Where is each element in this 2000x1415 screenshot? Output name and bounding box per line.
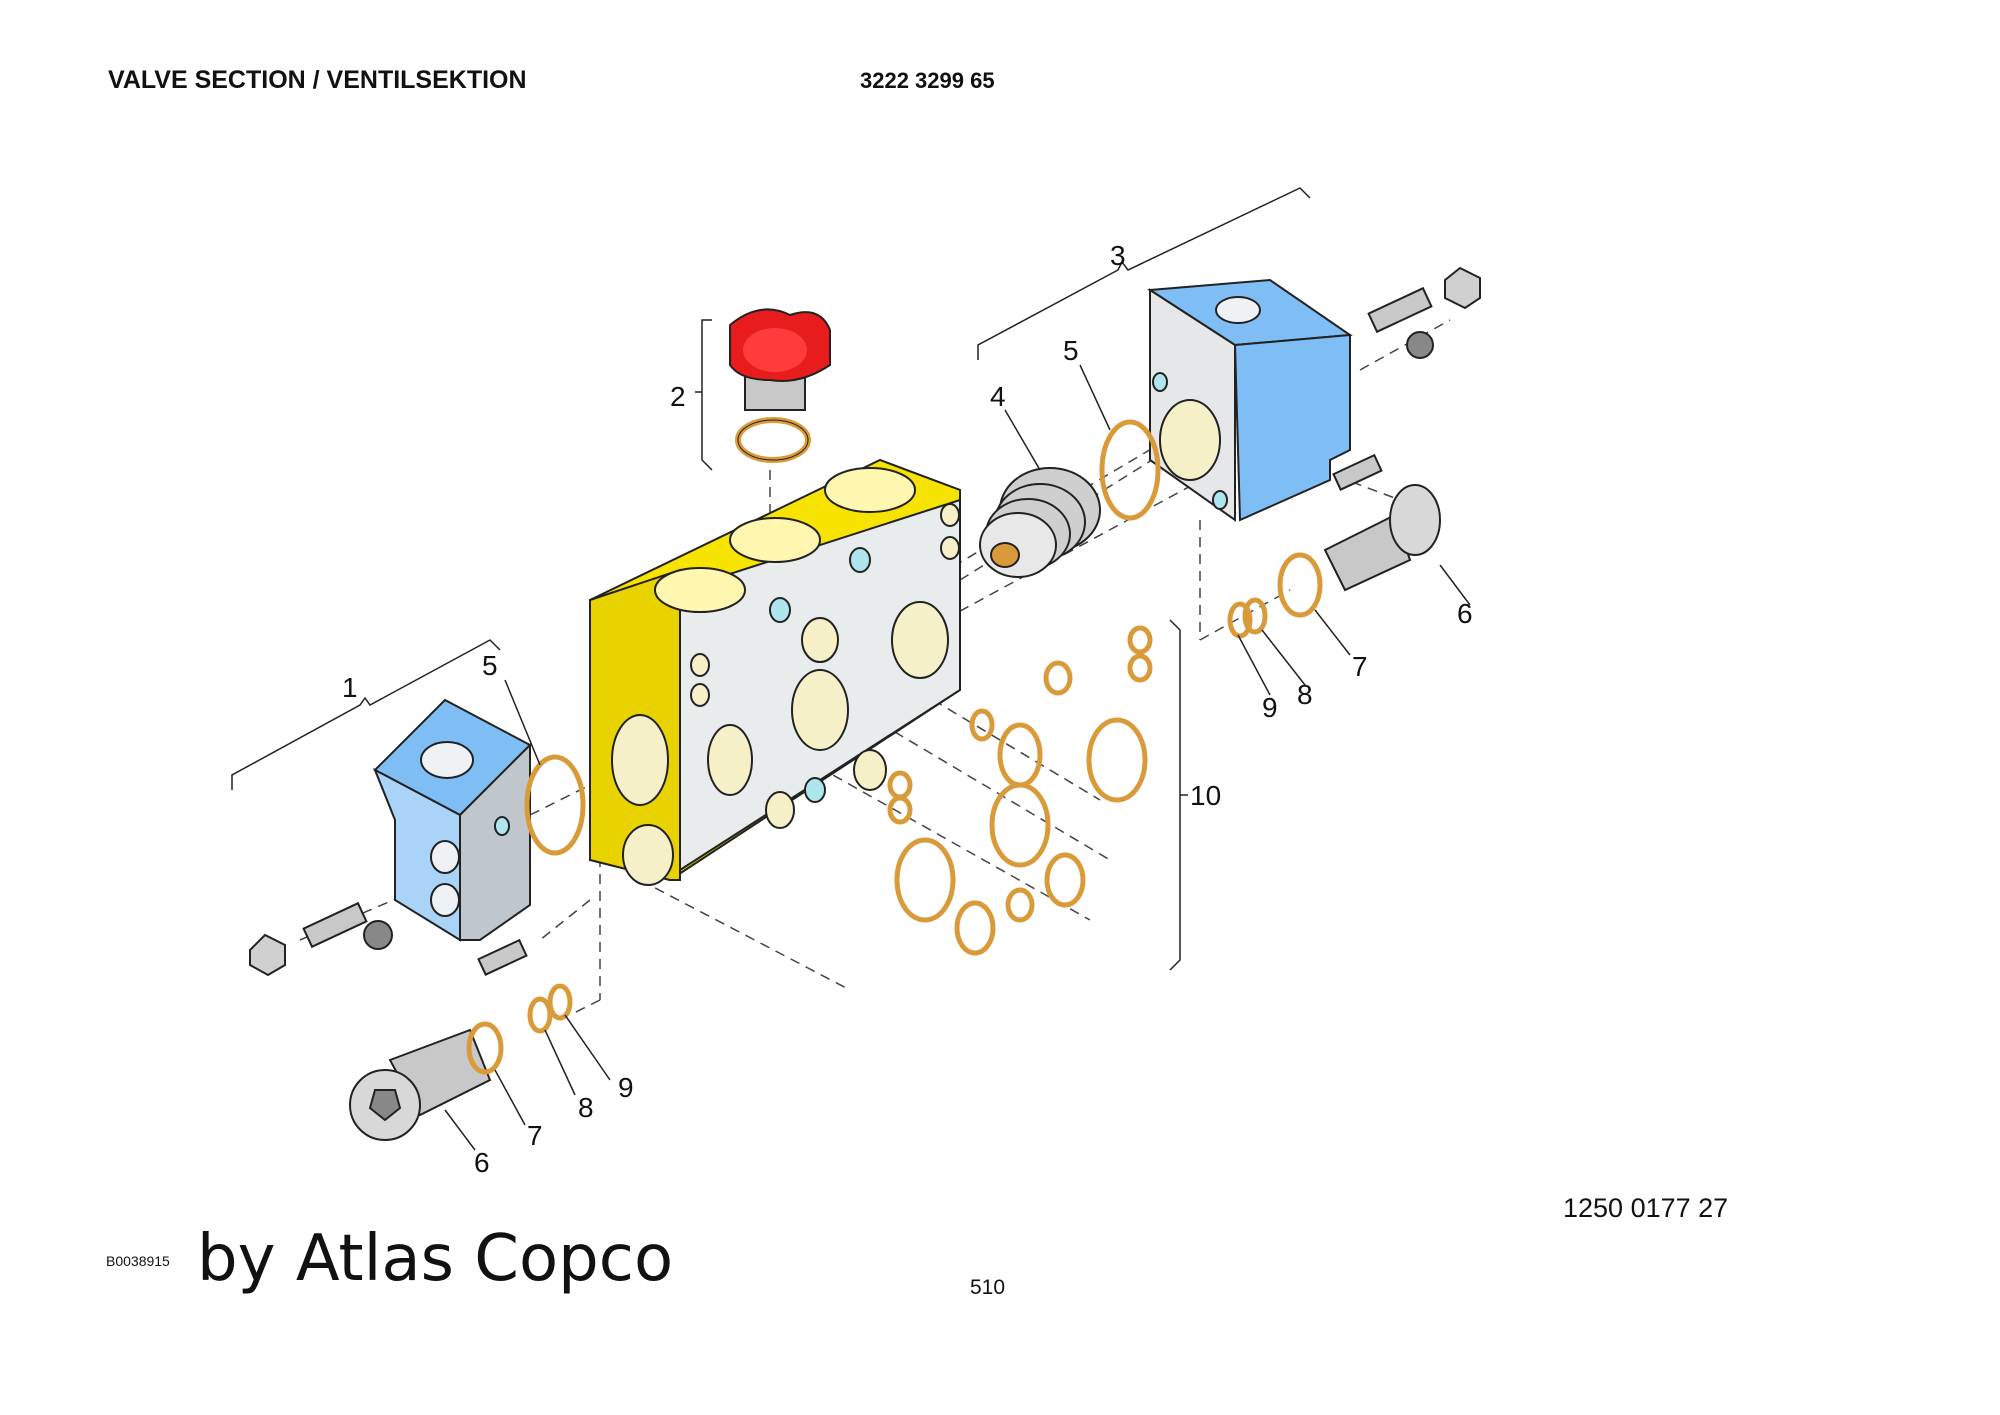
callout-2: 2 bbox=[670, 381, 686, 412]
o-rings bbox=[466, 419, 1323, 1075]
callout-6-left: 6 bbox=[474, 1147, 490, 1178]
callout-7-right: 7 bbox=[1352, 651, 1368, 682]
leader-lines bbox=[444, 364, 1471, 1151]
callout-9-right: 9 bbox=[1262, 692, 1278, 723]
part-number: 3222 3299 65 bbox=[860, 68, 995, 93]
callout-10: 10 bbox=[1190, 780, 1221, 811]
plug-screw-left bbox=[349, 1028, 492, 1141]
callout-5-left: 5 bbox=[482, 650, 498, 681]
screws-and-nuts bbox=[249, 266, 1481, 977]
right-end-section bbox=[1146, 278, 1353, 522]
document-title: VALVE SECTION / VENTILSEKTION bbox=[108, 66, 527, 94]
callout-8-right: 8 bbox=[1297, 679, 1313, 710]
watermark-text: by Atlas Copco bbox=[197, 1222, 674, 1296]
spring bbox=[979, 467, 1101, 578]
red-cap bbox=[729, 308, 831, 463]
valve-body bbox=[589, 458, 961, 886]
page-number: 510 bbox=[970, 1276, 1006, 1299]
callout-9-left: 9 bbox=[618, 1072, 634, 1103]
callout-4: 4 bbox=[990, 381, 1006, 412]
document-code: B0038915 bbox=[106, 1253, 170, 1269]
callout-7-left: 7 bbox=[527, 1120, 543, 1151]
left-end-section bbox=[373, 698, 532, 942]
callout-8-left: 8 bbox=[578, 1092, 594, 1123]
callout-5-right: 5 bbox=[1063, 335, 1079, 366]
plug-screw-right bbox=[1323, 484, 1441, 592]
callout-labels: 1 2 3 4 5 5 6 6 7 7 8 8 9 9 10 bbox=[342, 240, 1473, 1178]
callout-1: 1 bbox=[342, 672, 358, 703]
brackets bbox=[231, 187, 1311, 971]
figure-reference: 1250 0177 27 bbox=[1563, 1193, 1729, 1223]
callout-3: 3 bbox=[1110, 240, 1126, 271]
callout-6-right: 6 bbox=[1457, 598, 1473, 629]
